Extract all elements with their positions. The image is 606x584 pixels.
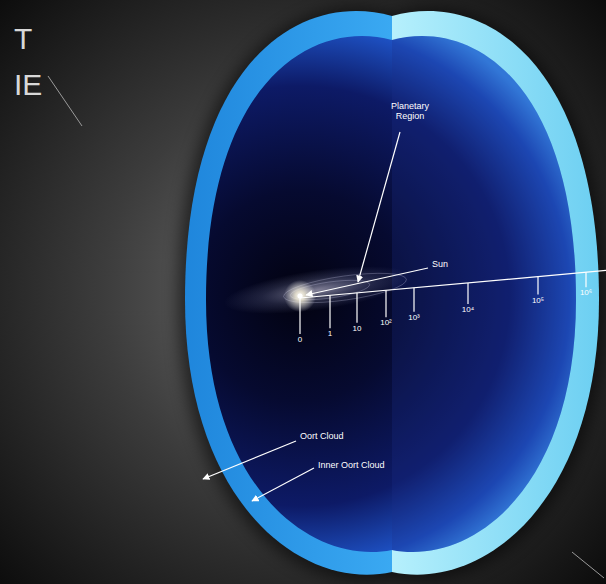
region-label: Oort Cloud: [300, 432, 344, 442]
scale-number: 0: [298, 336, 302, 345]
scale-number: 10⁴: [462, 306, 474, 315]
slide-rule: [572, 552, 604, 578]
title-fragment: T: [14, 22, 32, 55]
scale-tick: [299, 298, 300, 334]
oort-shell-right: [392, 11, 599, 575]
scale-tick: [413, 288, 414, 312]
shadow: [178, 8, 606, 580]
scale-tick: [585, 272, 586, 287]
scale-tick: [537, 277, 538, 295]
scale-tick: [356, 293, 357, 323]
scale-number: 10³: [408, 314, 420, 323]
region-label: Planetary Region: [384, 102, 436, 122]
leader-line: [358, 132, 400, 282]
scale-number: 10⁶: [580, 289, 592, 298]
sun-label: Sun: [432, 260, 448, 270]
leader-line: [203, 441, 296, 479]
slide-rule: [48, 76, 82, 126]
scale-tick: [385, 290, 386, 317]
region-label: Inner Oort Cloud: [318, 461, 385, 471]
scale-number: 10⁵: [532, 297, 544, 306]
scale-tick: [329, 295, 330, 328]
scale-number: 10: [353, 325, 362, 334]
distance-scale: [300, 270, 606, 334]
scale-number: 10²: [380, 319, 392, 328]
scale-line: [300, 270, 606, 298]
title-fragment: IE: [14, 68, 42, 101]
leader-line: [252, 468, 314, 501]
oort-interior: [206, 36, 576, 552]
leader-line: [306, 268, 428, 295]
scale-tick: [467, 283, 468, 304]
scale-number: 1: [328, 330, 332, 339]
